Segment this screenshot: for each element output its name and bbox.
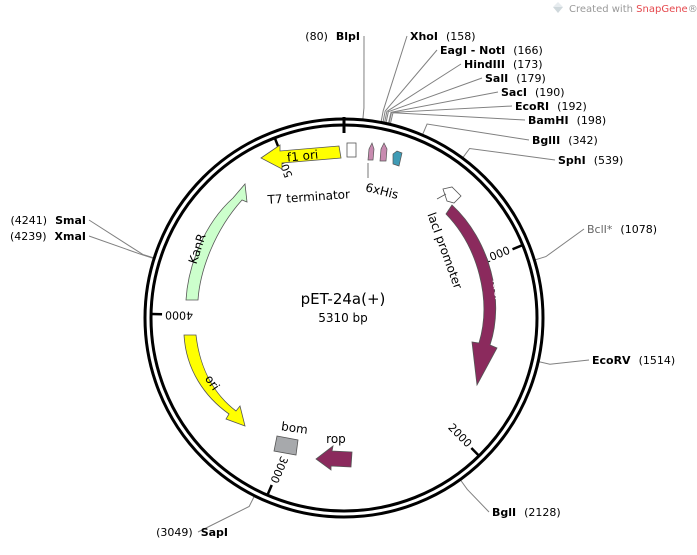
watermark: Created with SnapGene®	[553, 2, 697, 15]
site-label[interactable]: BclI* (1078)	[587, 223, 657, 236]
site-position: (158)	[446, 30, 476, 43]
leader-line	[386, 78, 482, 122]
site-name: SphI	[558, 154, 586, 167]
watermark-text: Created with SnapGene®	[569, 4, 697, 15]
leader-line	[461, 480, 489, 512]
site-position: (4241)	[11, 214, 48, 227]
ruler-tick-1000	[513, 245, 522, 249]
site-label[interactable]: BamHI (198)	[528, 114, 606, 127]
site-position: (1514)	[639, 354, 676, 367]
site-position: (173)	[513, 58, 543, 71]
site-label[interactable]: (4239) XmaI	[10, 230, 86, 243]
site-name: EcoRV	[592, 354, 631, 367]
site-label[interactable]: BglII (342)	[532, 134, 598, 147]
site-label[interactable]: (4241) SmaI	[11, 214, 86, 227]
site-label[interactable]: SacI (190)	[501, 86, 565, 99]
site-position: (190)	[535, 86, 565, 99]
site-name: SmaI	[55, 214, 86, 227]
leader-line	[385, 64, 461, 122]
leader-line	[423, 124, 529, 140]
site-name: BclI*	[587, 223, 613, 236]
site-position: (198)	[577, 114, 607, 127]
laci-label: lacI	[490, 278, 507, 301]
leader-line	[463, 148, 555, 160]
site-name: SalI	[485, 72, 508, 85]
bom-label: bom	[280, 419, 308, 437]
leader-line	[389, 106, 512, 123]
site-position: (539)	[594, 154, 624, 167]
site-name: BamHI	[528, 114, 569, 127]
his-tag-arrow[interactable]	[368, 143, 374, 160]
site-name: BlpI	[336, 30, 360, 43]
site-label[interactable]: (80) BlpI	[305, 30, 360, 43]
laci-promoter-pointer	[437, 194, 446, 199]
site-name: BglI	[492, 506, 516, 519]
leader-line	[390, 113, 525, 124]
site-position: (342)	[568, 134, 598, 147]
site-label[interactable]: XhoI (158)	[410, 30, 476, 43]
ruler-tick-label: 4000	[165, 308, 193, 322]
leader-line	[535, 229, 584, 260]
rop-label: rop	[326, 432, 346, 446]
site-name: EagI - NotI	[440, 44, 505, 57]
site-label[interactable]: SalI (179)	[485, 72, 546, 85]
site-label[interactable]: EagI - NotI (166)	[440, 44, 543, 57]
site-label[interactable]: EcoRV (1514)	[592, 354, 675, 367]
site-name: HindIII	[464, 58, 505, 71]
site-name: SacI	[501, 86, 527, 99]
tag-arrow-3[interactable]	[393, 151, 402, 166]
t7-terminator-label: T7 terminator	[266, 187, 350, 207]
site-position: (1078)	[620, 223, 657, 236]
site-position: (179)	[516, 72, 546, 85]
site-name: BglII	[532, 134, 560, 147]
site-position: (80)	[305, 30, 328, 43]
site-position: (166)	[513, 44, 543, 57]
site-position: (3049)	[156, 526, 193, 539]
snapgene-logo-icon	[553, 2, 563, 13]
site-label[interactable]: SphI (539)	[558, 154, 623, 167]
site-name: XhoI	[410, 30, 438, 43]
ruler-tick-3000	[268, 485, 272, 494]
tag-arrow-2[interactable]	[380, 143, 387, 161]
site-label[interactable]: (3049) SapI	[156, 526, 228, 539]
site-label[interactable]: EcoRI (192)	[515, 100, 587, 113]
site-position: (2128)	[524, 506, 561, 519]
t7-terminator-box[interactable]	[347, 143, 356, 157]
ruler-tick-label: 2000	[445, 421, 474, 450]
site-position: (192)	[557, 100, 587, 113]
bom-box[interactable]	[274, 436, 298, 455]
his-tag-label: 6xHis	[364, 180, 400, 202]
site-label[interactable]: HindIII (173)	[464, 58, 543, 71]
leader-line	[363, 36, 364, 119]
plasmid-length: 5310 bp	[318, 311, 368, 325]
laci-promoter-arrow[interactable]	[443, 187, 461, 203]
site-name: XmaI	[55, 230, 86, 243]
leader-line	[539, 360, 589, 364]
site-label[interactable]: BglI (2128)	[492, 506, 561, 519]
rop-arrow[interactable]	[316, 446, 352, 470]
leader-line	[381, 36, 407, 121]
site-name: EcoRI	[515, 100, 549, 113]
laci-arrow[interactable]	[446, 205, 497, 385]
ruler-tick-label: 3000	[267, 454, 290, 485]
ruler-tick-2000	[471, 448, 478, 455]
plasmid-name: pET-24a(+)	[301, 290, 386, 308]
f1-ori-label: f1 ori	[286, 147, 319, 164]
site-position: (4239)	[10, 230, 47, 243]
site-name: SapI	[201, 526, 228, 539]
